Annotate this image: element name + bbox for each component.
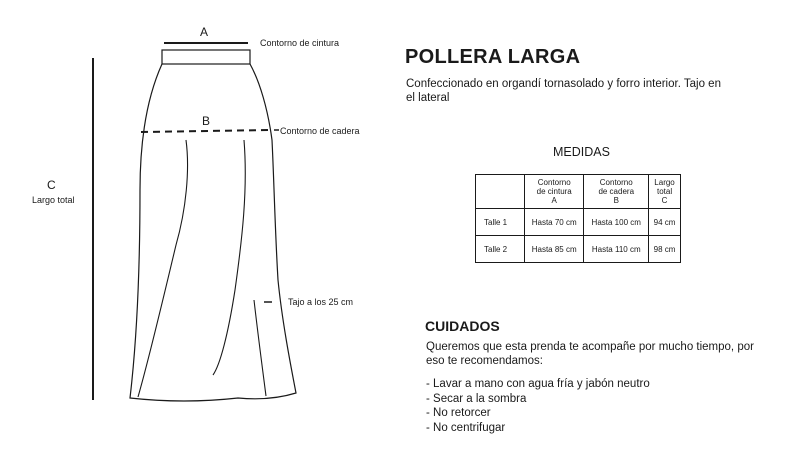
skirt-fold-left [137, 139, 189, 398]
measurements-table: Contorno de cintura A Contorno de cadera… [475, 174, 681, 263]
col-header-waist: Contorno de cintura A [523, 174, 585, 209]
hip-cell: Hasta 110 cm [583, 235, 650, 263]
hip-label: Contorno de cadera [280, 126, 360, 136]
skirt-fold-center [212, 139, 246, 376]
col-header-letter: A [551, 196, 557, 205]
length-cell: 94 cm [648, 208, 681, 236]
col-header-length: Largo total C [648, 174, 681, 209]
col-header-letter: B [613, 196, 619, 205]
col-header-line: total [656, 187, 673, 196]
skirt-waistband [161, 49, 251, 65]
col-header-line: de cadera [598, 187, 635, 196]
list-item: - No centrifugar [426, 421, 506, 434]
care-intro: Queremos que esta prenda te acompañe por… [426, 341, 754, 367]
hip-measure-line [140, 129, 273, 133]
col-header-line: Contorno [599, 178, 633, 187]
col-header-line: Contorno [537, 178, 571, 187]
label-c: C [47, 178, 56, 192]
measurements-heading: MEDIDAS [553, 145, 610, 159]
table-header-row: Contorno de cintura A Contorno de cadera… [475, 174, 681, 209]
length-label: Largo total [32, 195, 75, 205]
table-row: Talle 1 Hasta 70 cm Hasta 100 cm 94 cm [475, 208, 681, 236]
table-corner-cell [475, 174, 525, 209]
length-cell: 98 cm [648, 235, 681, 263]
product-title: POLLERA LARGA [405, 46, 581, 68]
table-row: Talle 2 Hasta 85 cm Hasta 110 cm 98 cm [475, 235, 681, 263]
col-header-line: de cintura [536, 187, 572, 196]
label-b: B [202, 114, 211, 128]
waist-cell: Hasta 70 cm [523, 208, 585, 236]
care-list: - Lavar a mano con agua fría y jabón neu… [426, 377, 650, 435]
label-a: A [200, 25, 209, 39]
col-header-letter: C [661, 196, 668, 205]
col-header-hip: Contorno de cadera B [583, 174, 650, 209]
list-item: - No retorcer [426, 407, 491, 419]
list-item: - Secar a la sombra [426, 392, 527, 405]
slit-label: Tajo a los 25 cm [288, 297, 354, 307]
size-cell: Talle 2 [475, 235, 525, 263]
product-description: Confeccionado en organdí tornasolado y f… [406, 78, 721, 104]
care-heading: CUIDADOS [425, 318, 500, 334]
list-item: - Lavar a mano con agua fría y jabón neu… [426, 378, 650, 390]
waist-label: Contorno de cintura [260, 38, 340, 48]
col-header-line: Largo [654, 178, 675, 187]
size-cell: Talle 1 [475, 208, 525, 236]
skirt-outline [129, 63, 297, 402]
hip-cell: Hasta 100 cm [583, 208, 650, 236]
skirt-slit [253, 299, 267, 397]
waist-cell: Hasta 85 cm [523, 235, 585, 263]
